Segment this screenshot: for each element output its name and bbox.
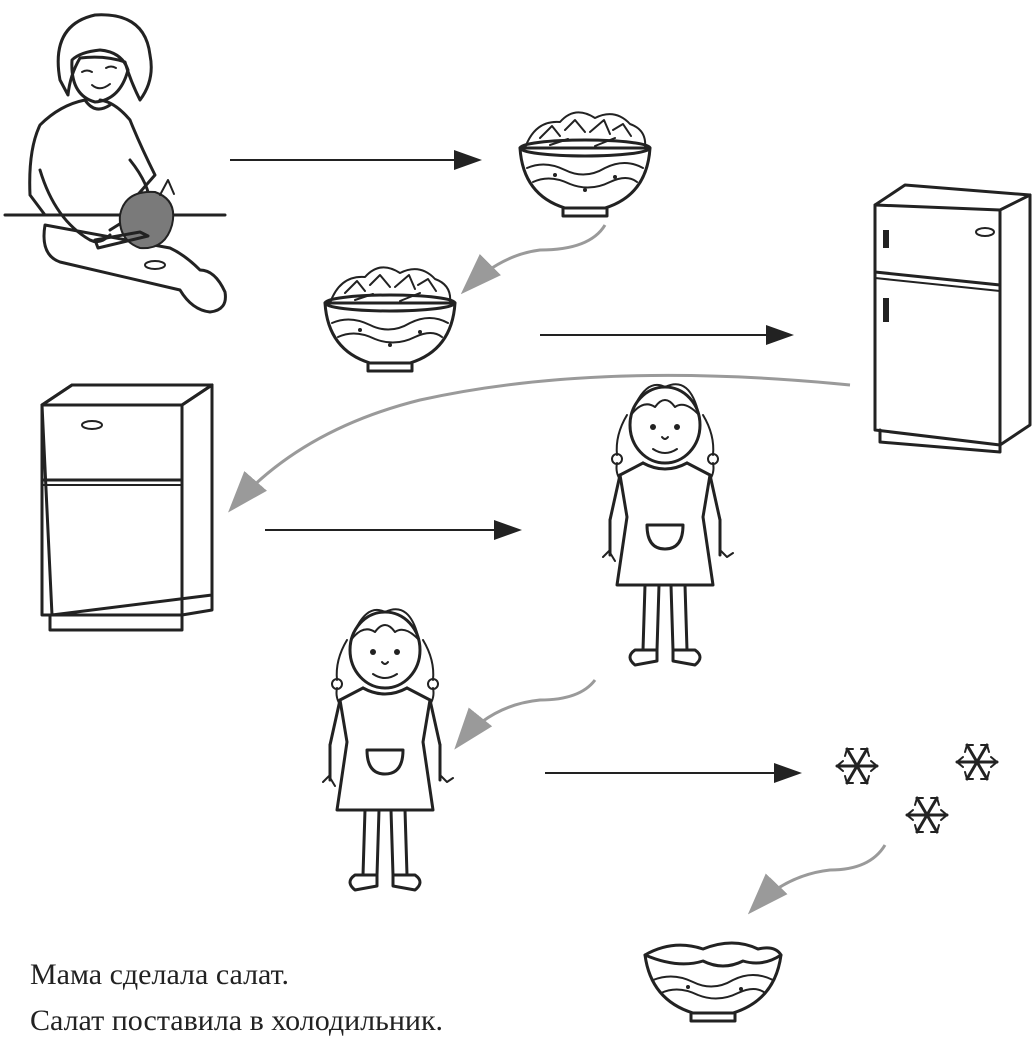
arrow-snowflakes-to-bowl: [752, 845, 885, 910]
snowflakes: [837, 745, 997, 832]
mother-illustration: [5, 15, 225, 312]
salad-bowl-top: [520, 112, 650, 216]
girl-left: [323, 609, 453, 890]
snowflake-1: [837, 749, 877, 783]
arrow-fridge-to-fridge: [232, 375, 850, 508]
empty-bowl: [645, 943, 781, 1021]
salad-bowl-middle: [325, 267, 455, 371]
arrow-bowl-to-bowl: [465, 225, 605, 290]
snowflake-3: [907, 798, 947, 832]
snowflake-2: [957, 745, 997, 779]
girl-right: [603, 384, 733, 665]
caption-line-2: Салат поставила в холодильник.: [30, 998, 590, 1044]
caption-line-1: Мама сделала салат.: [30, 952, 590, 998]
arrow-girl-to-girl: [458, 680, 595, 745]
refrigerator-right: [875, 185, 1030, 452]
story-caption: Мама сделала салат. Салат поставила в хо…: [30, 952, 590, 1044]
refrigerator-left: [42, 385, 212, 630]
